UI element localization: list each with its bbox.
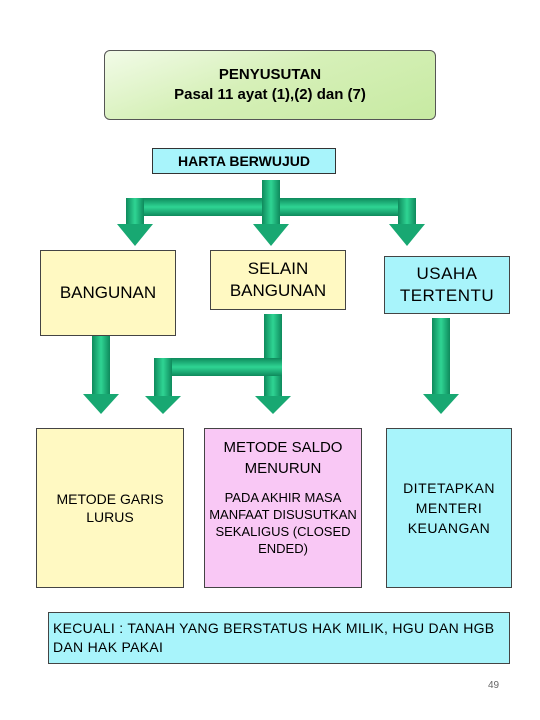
saldo-menurun-body: PADA AKHIR MASA MANFAAT DISUSUTKAN SEKAL… [209,490,357,556]
ditetapkan-label: DITETAPKAN MENTERI KEUANGAN [403,480,495,536]
title-line2: Pasal 11 ayat (1),(2) dan (7) [174,86,366,103]
selain-bangunan-label: SELAIN BANGUNAN [229,259,327,300]
metode-garis-lurus-box: METODE GARIS LURUS [36,428,184,588]
title-box: PENYUSUTAN Pasal 11 ayat (1),(2) dan (7) [104,50,436,120]
bangunan-label: BANGUNAN [59,283,157,302]
usaha-tertentu-label: USAHA TERTENTU [399,264,495,305]
metode-saldo-menurun-box: METODE SALDO MENURUN PADA AKHIR MASA MAN… [204,428,362,588]
distributor-connector [117,180,425,246]
exception-text: KECUALI : TANAH YANG BERSTATUS HAK MILIK… [53,620,495,655]
arrow-selain-split [145,314,291,414]
arrow-usaha-to-ditetapkan [423,318,459,414]
bangunan-box: BANGUNAN [40,250,176,336]
title-line1: PENYUSUTAN [218,66,322,83]
page-number: 49 [488,680,500,691]
usaha-tertentu-box: USAHA TERTENTU [384,256,510,314]
harta-berwujud-box: HARTA BERWUJUD [152,148,336,174]
harta-label: HARTA BERWUJUD [178,153,310,169]
saldo-menurun-title: METODE SALDO MENURUN [223,439,343,477]
garis-lurus-label: METODE GARIS LURUS [56,491,164,525]
selain-bangunan-box: SELAIN BANGUNAN [210,250,346,310]
ditetapkan-menteri-box: DITETAPKAN MENTERI KEUANGAN [386,428,512,588]
exception-box: KECUALI : TANAH YANG BERSTATUS HAK MILIK… [48,612,510,664]
